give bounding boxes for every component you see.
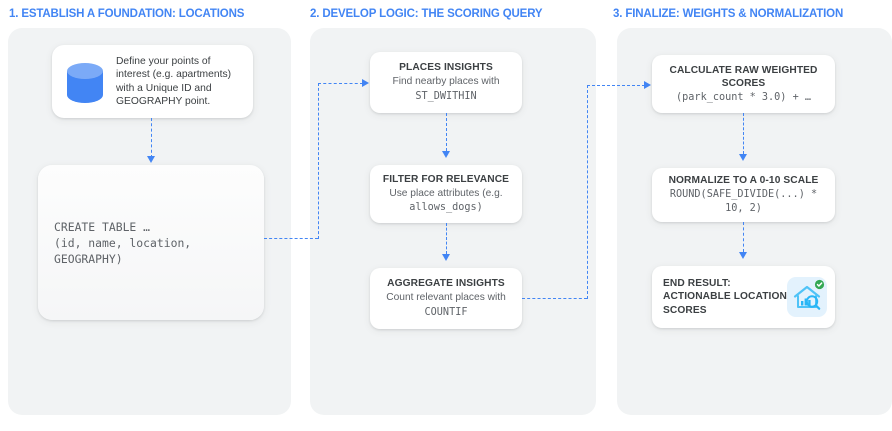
green-check-badge-icon [814, 279, 825, 290]
column-title-3: 3. FINALIZE: WEIGHTS & NORMALIZATION [613, 8, 844, 20]
house-analytics-search-icon [787, 277, 827, 317]
end-result-card[interactable]: END RESULT: ACTIONABLE LOCATION SCORES [652, 266, 835, 328]
step-calculate-code: (park_count * 3.0) + … [676, 91, 811, 103]
step-normalize-code: ROUND(SAFE_DIVIDE(...) * 10, 2) [669, 189, 818, 214]
step-filter-for-relevance-subtitle: Use place attributes (e.g. [389, 187, 503, 199]
step-places-insights[interactable]: PLACES INSIGHTS Find nearby places with … [370, 52, 522, 113]
step-calculate-title: CALCULATE RAW WEIGHTED SCORES [669, 64, 818, 89]
step-places-insights-title: PLACES INSIGHTS [399, 62, 493, 74]
create-table-code-card[interactable]: CREATE TABLE … (id, name, location, GEOG… [38, 165, 264, 320]
step-aggregate-insights-code: COUNTIF [424, 306, 468, 318]
column-title-2: 2. DEVELOP LOGIC: THE SCORING QUERY [310, 8, 543, 20]
end-result-text: END RESULT: ACTIONABLE LOCATION SCORES [663, 277, 787, 316]
column-title-1: 1. ESTABLISH A FOUNDATION: LOCATIONS [9, 8, 245, 20]
step-filter-for-relevance-title: FILTER FOR RELEVANCE [382, 173, 510, 185]
step-normalize-scale[interactable]: NORMALIZE TO A 0-10 SCALE ROUND(SAFE_DIV… [652, 168, 835, 222]
step-filter-for-relevance[interactable]: FILTER FOR RELEVANCE Use place attribute… [370, 165, 522, 223]
step-places-insights-subtitle: Find nearby places with [392, 76, 500, 88]
step-normalize-title: NORMALIZE TO A 0-10 SCALE [668, 175, 819, 186]
step-aggregate-insights-title: AGGREGATE INSIGHTS [387, 278, 505, 290]
define-locations-text: Define your points of interest (e.g. apa… [116, 56, 232, 107]
define-locations-card[interactable]: Define your points of interest (e.g. apa… [52, 45, 253, 118]
step-filter-for-relevance-code: allows_dogs) [409, 202, 483, 214]
database-cylinder-icon [64, 61, 106, 103]
step-calculate-raw-weighted-scores[interactable]: CALCULATE RAW WEIGHTED SCORES (park_coun… [652, 55, 835, 113]
step-aggregate-insights-subtitle: Count relevant places with [386, 292, 506, 304]
step-aggregate-insights[interactable]: AGGREGATE INSIGHTS Count relevant places… [370, 268, 522, 329]
create-table-code: CREATE TABLE … (id, name, location, GEOG… [54, 219, 192, 266]
step-places-insights-code: ST_DWITHIN [415, 90, 477, 102]
